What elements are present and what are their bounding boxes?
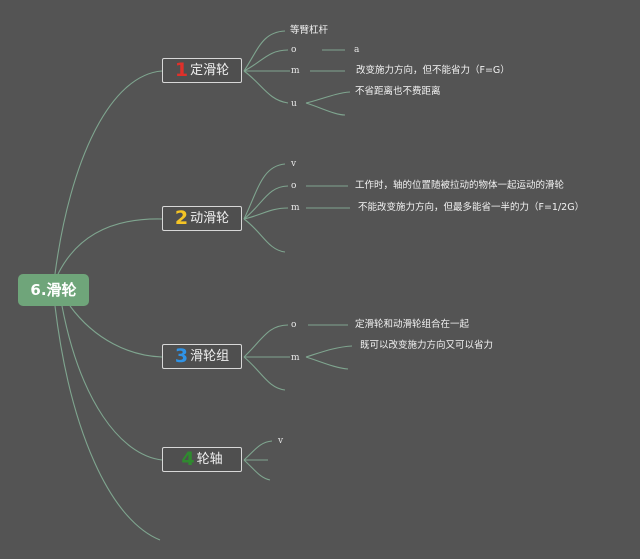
edge-node3-x bbox=[243, 356, 286, 391]
number-badge: 4 bbox=[181, 448, 195, 470]
leaf-a-text[interactable]: a bbox=[354, 45, 360, 55]
topic-fixed-pulley[interactable]: 1 定滑轮 bbox=[162, 58, 242, 83]
topic-label: 定滑轮 bbox=[190, 63, 230, 78]
leaf-equal-arm-lever[interactable]: 等臂杠杆 bbox=[290, 25, 329, 36]
edge-node2-x bbox=[243, 218, 286, 253]
edge-root-node4 bbox=[61, 305, 163, 461]
edge-root-extra bbox=[54, 305, 161, 541]
leaf-v-marker[interactable]: v bbox=[278, 436, 284, 446]
edge-node1-o bbox=[243, 49, 289, 72]
leaf-pulley-block-definition[interactable]: 定滑轮和动滑轮组合在一起 bbox=[355, 319, 470, 330]
number-badge: 2 bbox=[174, 207, 189, 229]
topic-label: 动滑轮 bbox=[190, 211, 230, 226]
root-topic[interactable]: 6.滑轮 bbox=[18, 274, 89, 306]
edge-root-node1 bbox=[54, 70, 163, 275]
leaf-o-marker[interactable]: o bbox=[291, 320, 297, 330]
leaf-m-marker[interactable]: m bbox=[291, 66, 300, 76]
leaf-fixed-pulley-force[interactable]: 改变施力方向，但不能省力（F=G） bbox=[356, 65, 510, 76]
edge-root-node3 bbox=[69, 305, 163, 358]
edge-node2-o bbox=[243, 185, 289, 220]
topic-label: 滑轮组 bbox=[190, 349, 230, 364]
leaf-o-marker[interactable]: o bbox=[291, 45, 297, 55]
edge-node2-v bbox=[243, 163, 286, 220]
leaf-m-marker[interactable]: m bbox=[291, 353, 300, 363]
leaf-pulley-block-feature[interactable]: 既可以改变施力方向又可以省力 bbox=[360, 340, 494, 351]
leaf-v-marker[interactable]: v bbox=[291, 159, 297, 169]
edge-node1-u bbox=[243, 70, 289, 104]
topic-movable-pulley[interactable]: 2 动滑轮 bbox=[162, 206, 242, 231]
number-badge: 3 bbox=[174, 345, 189, 367]
edge-node4-v bbox=[243, 440, 273, 461]
leaf-movable-pulley-definition[interactable]: 工作时，轴的位置随被拉动的物体一起运动的滑轮 bbox=[355, 180, 565, 191]
edge-node4-x bbox=[243, 459, 271, 481]
leaf-fixed-pulley-distance[interactable]: 不省距离也不费距离 bbox=[355, 86, 441, 97]
leaf-movable-pulley-force[interactable]: 不能改变施力方向，但最多能省一半的力（F=1/2G） bbox=[358, 202, 585, 213]
edge-root-node2 bbox=[57, 218, 163, 275]
number-badge: 1 bbox=[174, 59, 189, 81]
leaf-u-marker[interactable]: u bbox=[291, 99, 297, 109]
edge-node1-a bbox=[243, 30, 286, 72]
edge-node3-o bbox=[243, 324, 289, 358]
leaf-o-marker[interactable]: o bbox=[291, 181, 297, 191]
topic-wheel-axle[interactable]: 4 轮轴 bbox=[162, 447, 242, 472]
edge-node2-m bbox=[243, 207, 289, 220]
topic-label: 轮轴 bbox=[196, 452, 223, 467]
topic-pulley-block[interactable]: 3 滑轮组 bbox=[162, 344, 242, 369]
leaf-m-marker[interactable]: m bbox=[291, 203, 300, 213]
